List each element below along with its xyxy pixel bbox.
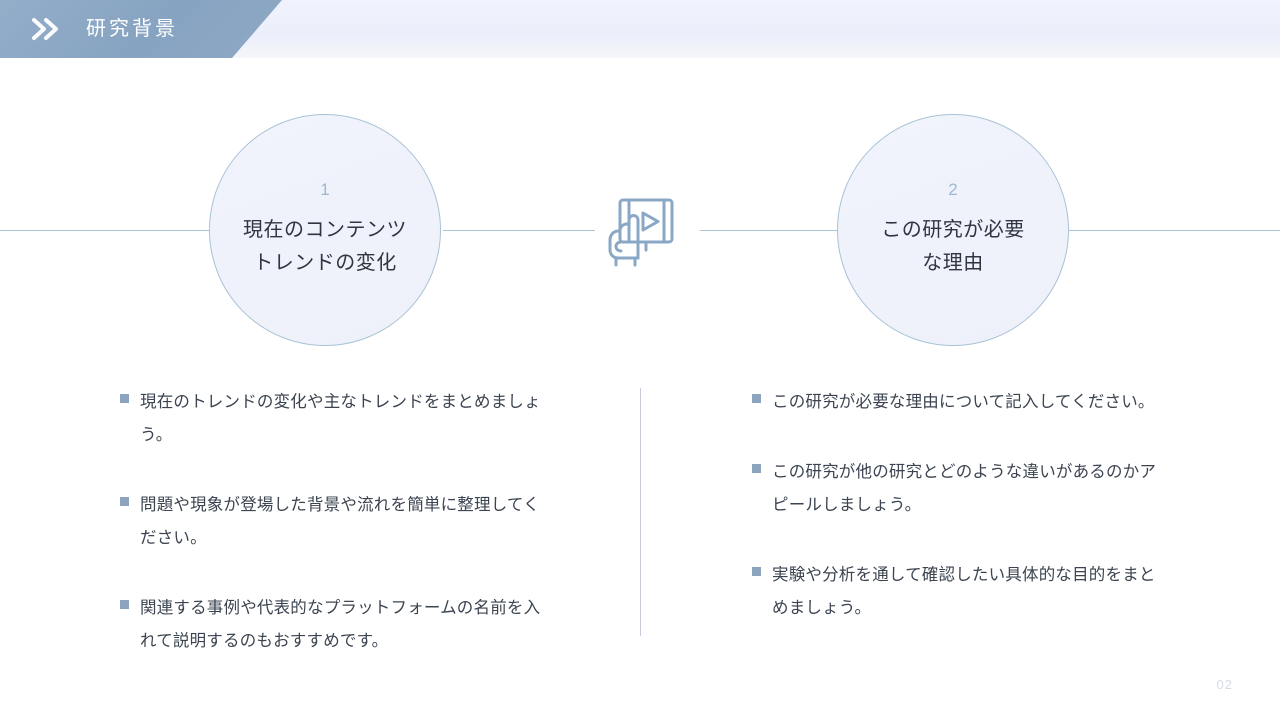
page-number: 02 [1216, 677, 1233, 692]
slide-header: 研究背景 [0, 0, 1280, 58]
connector-line-middle-left [443, 230, 595, 231]
circle-label-2-line1: この研究が必要 [881, 219, 1025, 242]
column-divider [640, 388, 641, 636]
circle-label-1-line1: 現在のコンテンツ [243, 219, 407, 242]
bullet-square-icon [752, 464, 761, 473]
list-item: 問題や現象が登場した背景や流れを簡単に整理してください。 [120, 489, 545, 555]
bullet-square-icon [120, 394, 129, 403]
circle-number-1: 1 [320, 180, 330, 200]
circle-label-1: 現在のコンテンツ トレンドの変化 [243, 214, 407, 279]
list-item-text: 現在のトレンドの変化や主なトレンドをまとめましょう。 [140, 393, 541, 444]
connector-line-right [1069, 230, 1280, 231]
list-item: 現在のトレンドの変化や主なトレンドをまとめましょう。 [120, 386, 545, 452]
connector-line-left [0, 230, 209, 231]
circle-label-1-line2: トレンドの変化 [253, 251, 397, 274]
diagram-circle-1: 1 現在のコンテンツ トレンドの変化 [209, 114, 441, 346]
list-item-text: 実験や分析を通して確認したい具体的な目的をまとめましょう。 [772, 566, 1156, 617]
connector-line-middle-right [700, 230, 837, 231]
circle-label-2-line2: な理由 [922, 251, 984, 274]
page-title: 研究背景 [86, 18, 178, 40]
bullet-square-icon [120, 497, 129, 506]
circle-label-2: この研究が必要 な理由 [881, 214, 1025, 279]
double-chevron-right-icon [32, 17, 66, 41]
list-item-text: 問題や現象が登場した背景や流れを簡単に整理してください。 [140, 496, 540, 547]
bullet-square-icon [752, 567, 761, 576]
diagram-circle-2: 2 この研究が必要 な理由 [837, 114, 1069, 346]
list-item: 関連する事例や代表的なプラットフォームの名前を入れて説明するのもおすすめです。 [120, 592, 545, 658]
bullet-square-icon [752, 394, 761, 403]
list-item-text: この研究が必要な理由について記入してください。 [772, 393, 1155, 411]
list-item: この研究が必要な理由について記入してください。 [752, 386, 1172, 419]
list-item-text: この研究が他の研究とどのような違いがあるのかアピールしましょう。 [772, 463, 1157, 514]
header-tab-shape [0, 0, 282, 58]
list-item-text: 関連する事例や代表的なプラットフォームの名前を入れて説明するのもおすすめです。 [140, 599, 541, 650]
right-bullet-column: この研究が必要な理由について記入してください。 この研究が他の研究とどのような違… [752, 386, 1172, 662]
circle-number-2: 2 [948, 180, 958, 200]
hand-holding-video-play-screen-icon [598, 188, 686, 276]
list-item: この研究が他の研究とどのような違いがあるのかアピールしましょう。 [752, 456, 1172, 522]
list-item: 実験や分析を通して確認したい具体的な目的をまとめましょう。 [752, 559, 1172, 625]
bullet-square-icon [120, 600, 129, 609]
left-bullet-column: 現在のトレンドの変化や主なトレンドをまとめましょう。 問題や現象が登場した背景や… [120, 386, 545, 695]
